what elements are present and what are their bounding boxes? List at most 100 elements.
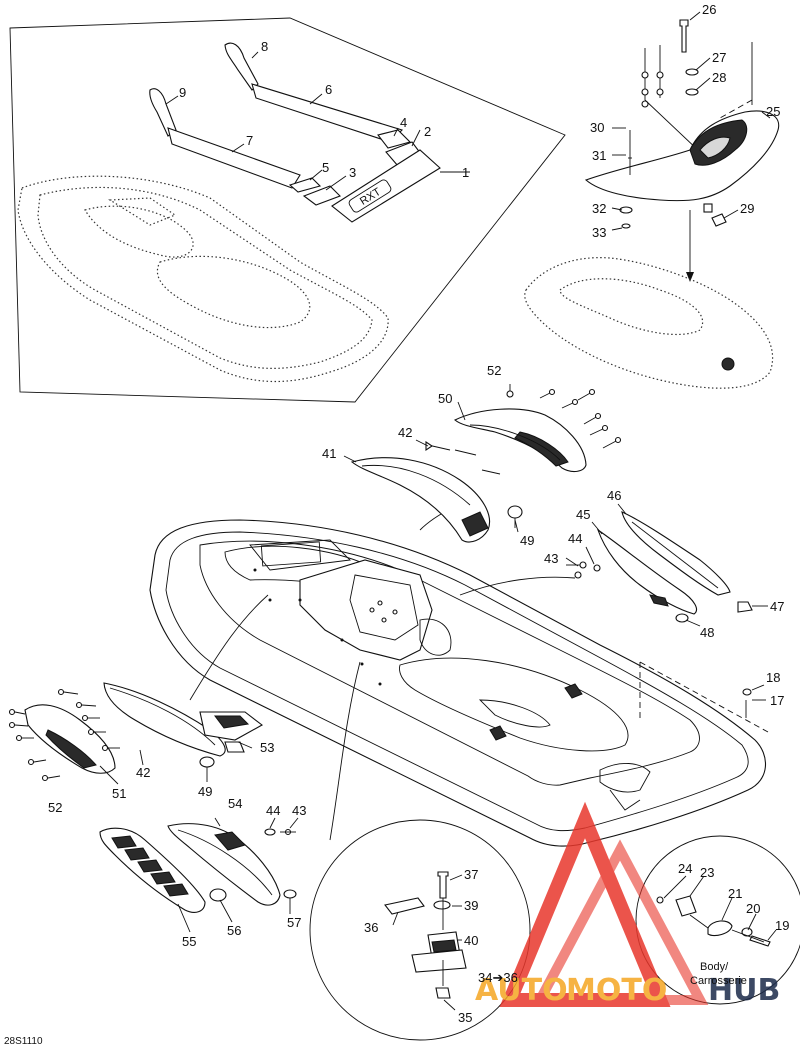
callout-39: 39 <box>464 898 478 913</box>
trim-45 <box>596 528 697 615</box>
callout-42-upper: 42 <box>398 425 412 440</box>
callout-labels: 1 2 3 4 5 6 7 8 9 17 18 19 20 21 23 24 2… <box>48 2 789 1025</box>
callout-51: 51 <box>112 786 126 801</box>
callout-23: 23 <box>700 865 714 880</box>
callout-53: 53 <box>260 740 274 755</box>
callout-4: 4 <box>400 115 407 130</box>
mat-panel-frame <box>9 17 566 403</box>
callout-1: 1 <box>462 165 469 180</box>
detail-circle-right <box>635 835 800 1005</box>
callout-19: 19 <box>775 918 789 933</box>
mat-3 <box>302 185 341 206</box>
callout-49-upper: 49 <box>520 533 534 548</box>
callout-30: 30 <box>590 120 604 135</box>
nut-29 <box>711 213 727 227</box>
seat-outline <box>524 257 774 389</box>
callout-47: 47 <box>770 599 784 614</box>
vent-panel-54 <box>167 823 281 906</box>
panel-53 <box>103 682 226 757</box>
callout-44-upper: 44 <box>568 531 582 546</box>
screw-37 <box>437 871 449 899</box>
callout-9: 9 <box>179 85 186 100</box>
callout-35: 35 <box>458 1010 472 1025</box>
watermark-triangle-inner <box>531 839 709 1005</box>
mat-5 <box>288 177 322 193</box>
callout-56: 56 <box>227 923 241 938</box>
callout-41: 41 <box>322 446 336 461</box>
callout-54: 54 <box>228 796 242 811</box>
callout-2: 2 <box>424 124 431 139</box>
watermark-word-hub: HUB <box>708 973 780 1008</box>
clip-49-upper <box>507 505 523 519</box>
hull-console <box>299 559 433 661</box>
callout-27: 27 <box>712 50 726 65</box>
callout-48: 48 <box>700 625 714 640</box>
callout-29: 29 <box>740 201 754 216</box>
callout-17: 17 <box>770 693 784 708</box>
inset-label-body: Body/ <box>700 961 729 973</box>
washer-48 <box>675 613 689 623</box>
grab-handle-25 <box>584 110 780 202</box>
bolt-26 <box>679 19 689 53</box>
nut-35 <box>435 987 451 999</box>
watermark-word-moto: MOTO <box>566 973 667 1008</box>
callout-42-lower: 42 <box>136 765 150 780</box>
callout-26: 26 <box>702 2 716 17</box>
callout-33: 33 <box>592 225 606 240</box>
panel-41 <box>350 457 490 543</box>
left-lower-panels <box>8 682 264 782</box>
callout-43-upper: 43 <box>544 551 558 566</box>
callout-8: 8 <box>261 39 268 54</box>
mat-4 <box>377 129 412 149</box>
mat-1 <box>331 149 441 223</box>
inset-label-carrosserie: Carrosserie <box>690 975 747 987</box>
mat-kit-panel: RXT <box>9 17 566 403</box>
pin-18 <box>742 688 752 696</box>
callout-leaders <box>99 401 701 933</box>
detail-circle-left <box>309 819 531 1041</box>
callout-40: 40 <box>464 933 478 948</box>
callout-37: 37 <box>464 867 478 882</box>
bracket-23 <box>675 895 697 917</box>
mat-7 <box>167 127 301 189</box>
callout-24: 24 <box>678 861 692 876</box>
trim-46 <box>621 511 731 596</box>
callout-55: 55 <box>182 934 196 949</box>
screw-47 <box>737 601 753 613</box>
callout-32: 32 <box>592 201 606 216</box>
callout-3: 3 <box>349 165 356 180</box>
callout-36: 36 <box>364 920 378 935</box>
callout-43-lower: 43 <box>292 803 306 818</box>
washer-27 <box>685 68 699 76</box>
clip-56 <box>209 888 227 902</box>
callout-57: 57 <box>287 915 301 930</box>
callout-46: 46 <box>607 488 621 503</box>
mat-8 <box>224 42 259 91</box>
front-side-panels <box>350 384 622 543</box>
rxt-badge <box>348 179 392 213</box>
callout-25: 25 <box>766 104 780 119</box>
panel-51 <box>24 704 116 774</box>
callout-21: 21 <box>728 886 742 901</box>
callout-7: 7 <box>246 133 253 148</box>
mat-panel-hull <box>17 175 389 383</box>
figure-code: 28S1110 <box>4 1036 43 1047</box>
callout-28: 28 <box>712 70 726 85</box>
callout-34-36: 34➔36 <box>478 970 518 985</box>
cap-21 <box>707 920 733 937</box>
pad-36 <box>384 897 425 915</box>
callout-52-upper: 52 <box>487 363 501 378</box>
washer-28 <box>685 88 699 96</box>
washer-39 <box>433 900 451 910</box>
watermark-word-auto: AUTO <box>475 973 568 1008</box>
callout-5: 5 <box>322 160 329 175</box>
callout-31: 31 <box>592 148 606 163</box>
callout-49-lower: 49 <box>198 784 212 799</box>
seat-emblem <box>721 357 735 371</box>
clip-49-lower <box>199 756 215 768</box>
watermark: AUTO MOTO HUB <box>475 801 780 1008</box>
grab-handle-assembly <box>524 11 780 389</box>
washer-57 <box>283 889 297 899</box>
callout-44-lower: 44 <box>266 803 280 818</box>
